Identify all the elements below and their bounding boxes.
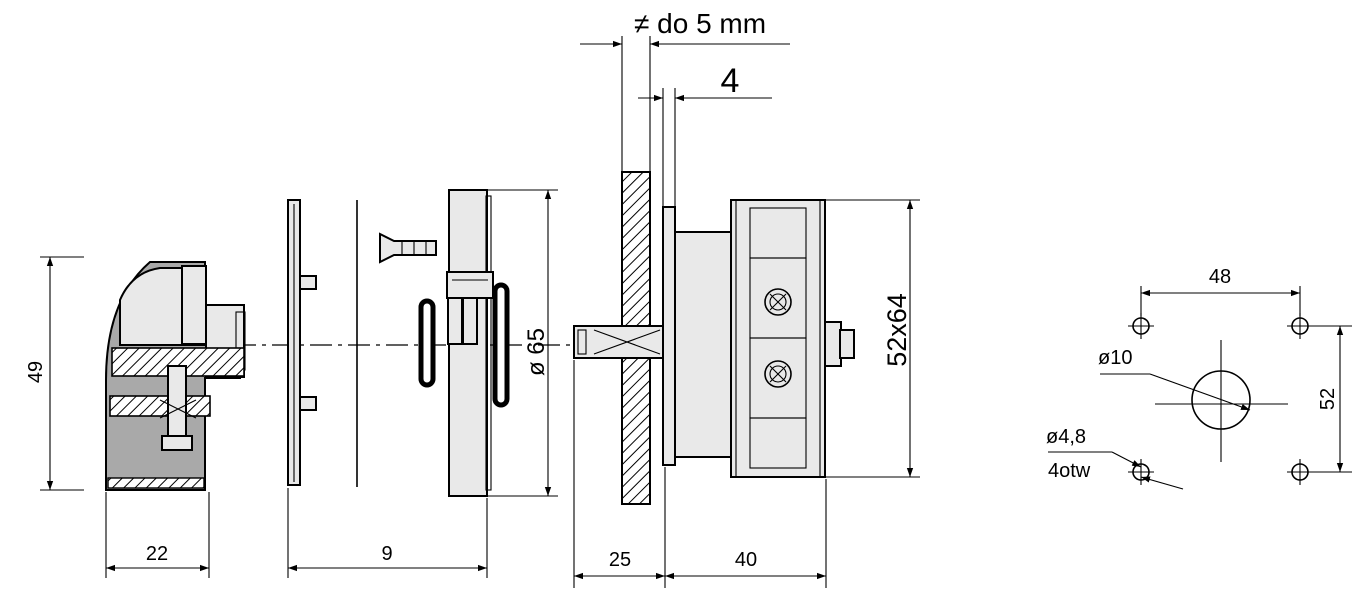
label-hole-spacing-v: 52 <box>1317 388 1339 410</box>
label-handle-height: 49 <box>25 361 47 383</box>
dim-52x64: 52x64 <box>826 199 920 478</box>
label-hole-spacing-h: 48 <box>1209 266 1231 288</box>
dim-25: 25 <box>573 360 666 588</box>
mounting-pattern: 48 52 ø10 ø4,8 4otw <box>1046 266 1352 490</box>
dim-plate-thickness: 4 <box>638 62 772 207</box>
front-plate <box>287 199 317 486</box>
dim-9: 9 <box>287 488 488 578</box>
label-center-hole: ø10 <box>1098 347 1132 369</box>
dim-65: ø 65 <box>488 189 558 497</box>
label-front-spacing: 9 <box>381 543 392 565</box>
dim-22: 22 <box>105 492 210 578</box>
label-panel-thickness: ≠ do 5 mm <box>634 8 766 39</box>
shaft <box>573 325 675 359</box>
mount-hole-top-right <box>1287 313 1313 339</box>
label-plate-thickness: 4 <box>721 62 740 100</box>
label-shaft-length: 25 <box>609 549 631 571</box>
label-mount-hole-count: 4otw <box>1048 460 1091 482</box>
label-body-depth: 40 <box>735 549 757 571</box>
handle <box>105 261 246 491</box>
o-ring-left <box>418 298 436 388</box>
label-mount-hole: ø4,8 <box>1046 426 1086 448</box>
label-body-size: 52x64 <box>882 293 912 367</box>
switch-body <box>674 199 855 478</box>
label-handle-depth: 22 <box>146 543 168 565</box>
mount-hole-bottom-right <box>1287 459 1313 485</box>
center-hole <box>1191 370 1251 430</box>
mount-hole-top-left <box>1128 313 1154 339</box>
o-ring-right <box>492 282 510 408</box>
dim-49: 49 <box>25 256 84 491</box>
dim-panel-thickness: ≠ do 5 mm <box>580 8 790 172</box>
label-flange-diameter: ø 65 <box>523 328 550 376</box>
flange <box>446 189 494 497</box>
screw <box>379 232 437 264</box>
mounting-plate <box>662 206 676 466</box>
dim-40: 40 <box>665 479 827 588</box>
